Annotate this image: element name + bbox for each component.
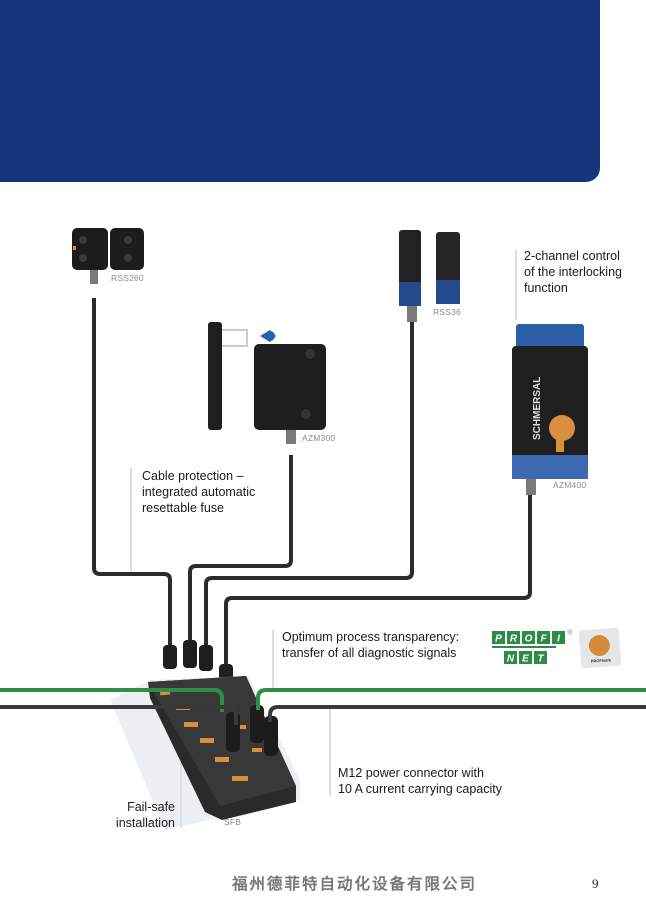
profisafe-text: PROFIsafe <box>590 657 612 664</box>
cable-rss36 <box>204 322 414 650</box>
profinet-tile <box>537 631 550 644</box>
bus-cable-green-right <box>256 688 646 710</box>
rss36-sensor <box>399 230 460 322</box>
profinet-letter: R <box>510 634 518 645</box>
callout-line: M12 power connector with <box>338 766 484 780</box>
callout-line: of the interlocking <box>524 265 622 279</box>
profinet-tile <box>552 631 565 644</box>
callout-line: Cable protection – <box>142 469 244 483</box>
profinet-letter: F <box>540 634 547 645</box>
callout-line: resettable fuse <box>142 501 224 515</box>
rss260-sensor <box>72 228 144 284</box>
product-label-rss260: RSS260 <box>111 273 144 283</box>
callout-line: 2-channel control <box>524 249 620 263</box>
azm400-interlock: SCHMERSAL <box>512 324 588 495</box>
callout-cable-protection: Cable protection – integrated automatic … <box>142 468 255 516</box>
profinet-tile <box>519 651 532 664</box>
profinet-letter: P <box>495 634 502 645</box>
profinet-letter: T <box>537 654 544 665</box>
product-label-azm400: AZM400 <box>553 480 587 490</box>
connector-2 <box>183 640 197 668</box>
page-number: 9 <box>592 876 599 891</box>
profinet-letter: O <box>525 634 533 645</box>
profinet-letter: N <box>507 654 515 665</box>
callout-two-channel: 2-channel control of the interlocking fu… <box>524 248 622 296</box>
callout-line: Fail-safe <box>127 800 175 814</box>
product-label-sfb: SFB <box>224 817 242 827</box>
callout-line: function <box>524 281 568 295</box>
profinet-tile <box>534 651 547 664</box>
callout-line: 10 A current carrying capacity <box>338 782 502 796</box>
product-label-rss36: RSS36 <box>433 307 461 317</box>
callout-line: Optimum process transparency: <box>282 630 460 644</box>
callout-line: installation <box>115 816 175 830</box>
profinet-tile <box>522 631 535 644</box>
connector-1 <box>163 645 177 669</box>
cable-rss260 <box>92 298 172 650</box>
profinet-letter: E <box>522 654 529 665</box>
header-band <box>0 0 600 182</box>
footer-company-name: 福州德菲特自动化设备有限公司 <box>232 875 478 893</box>
cable-azm300 <box>188 455 293 650</box>
profinet-letter: I <box>557 634 560 645</box>
bus-cable-dark-left <box>0 705 238 725</box>
connector-3 <box>199 645 213 671</box>
product-label-azm300: AZM300 <box>302 433 336 443</box>
callout-power-connector: M12 power connector with 10 A current ca… <box>338 765 502 797</box>
bus-cable-dark-right <box>268 705 646 722</box>
callout-transparency: Optimum process transparency: transfer o… <box>282 629 459 661</box>
callout-fail-safe: Fail-safe installation <box>100 799 175 831</box>
profinet-tile <box>504 651 517 664</box>
cable-azm400 <box>224 495 532 668</box>
svg-text:SCHMERSAL: SCHMERSAL <box>532 377 543 440</box>
profinet-tile <box>507 631 520 644</box>
profisafe-emblem-icon <box>588 634 611 657</box>
profinet-tile <box>492 631 505 644</box>
profisafe-logo: PROFIsafe <box>578 627 622 669</box>
azm300-interlock <box>208 322 326 444</box>
bus-cable-green-left <box>0 688 224 712</box>
callout-line: integrated automatic <box>142 485 256 499</box>
callout-line: transfer of all diagnostic signals <box>282 646 457 660</box>
